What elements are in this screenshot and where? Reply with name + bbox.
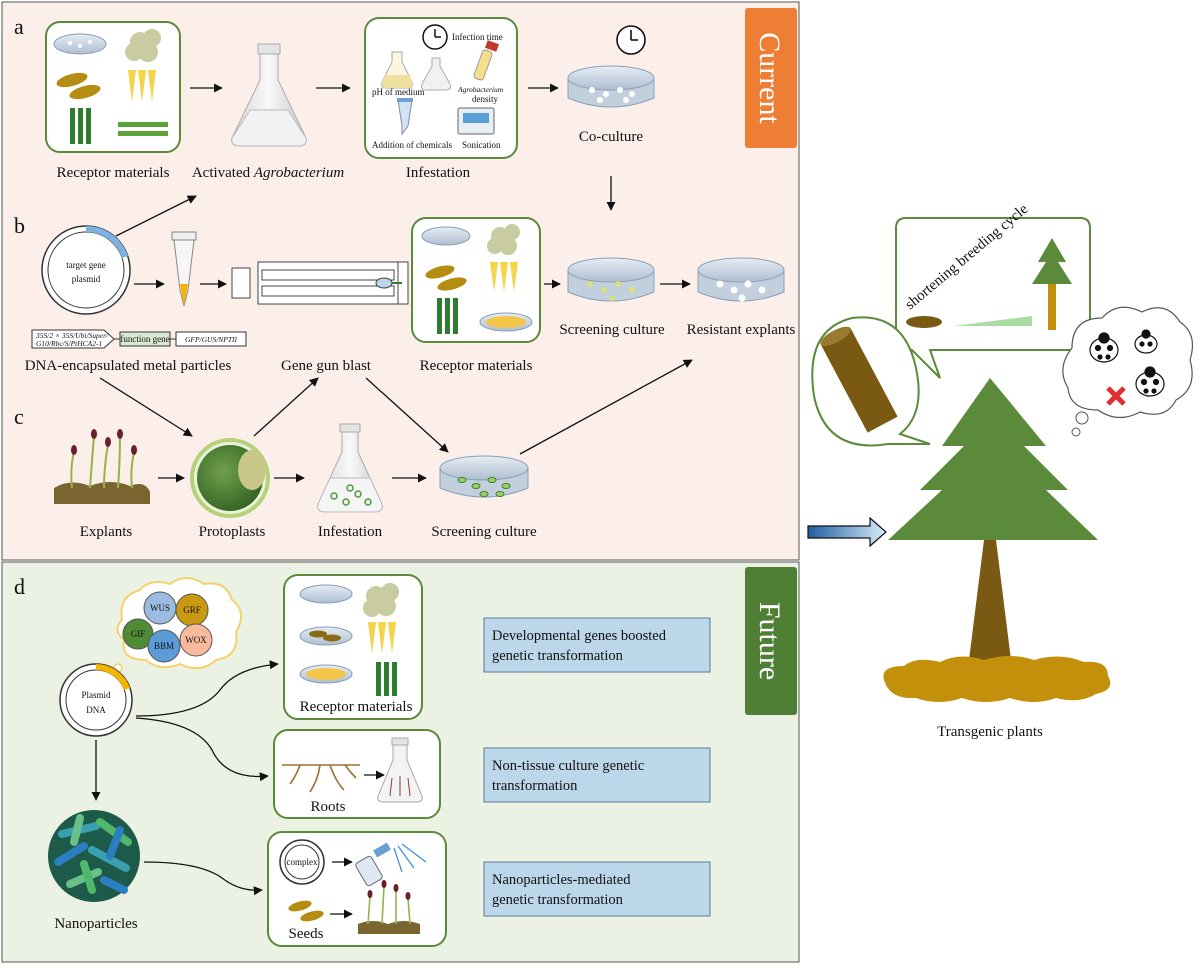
svg-text:complex: complex [287, 857, 318, 867]
info-box-nanoparticles: Nanoparticles-mediated genetic transform… [483, 861, 711, 917]
label-transgenic-plants: Transgenic plants [937, 724, 1043, 740]
svg-text:genetic transformation: genetic transformation [492, 648, 624, 664]
receptor-materials-box-d [283, 574, 423, 720]
protoplast [190, 438, 270, 518]
svg-text:Nanoparticles-mediated: Nanoparticles-mediated [492, 872, 631, 888]
activated-agrobacterium-flask [231, 43, 307, 147]
coculture-dish [567, 65, 655, 108]
ladybug-icon [1134, 329, 1158, 354]
target-gene-plasmid: target gene plasmid [41, 225, 131, 315]
future-banner: Future [745, 567, 797, 715]
arrows-a [190, 83, 616, 211]
label-screening-b: Screening culture [559, 322, 665, 338]
speech-bubble-breeding: shortening breeding cycle [895, 201, 1091, 379]
svg-text:Developmental genes boosted: Developmental genes boosted [492, 628, 667, 644]
info-box-developmental: Developmental genes boosted genetic tran… [483, 617, 711, 673]
label-explants: Explants [80, 524, 133, 540]
clock-icon-coculture [616, 25, 646, 55]
panel-letter-c: c [14, 404, 24, 429]
nanoparticle-delivery-box: complex [267, 831, 447, 947]
label-protoplasts: Protoplasts [199, 524, 266, 540]
arrows-d [91, 660, 385, 919]
label-receptor-materials-b: Receptor materials [420, 358, 533, 374]
roots-box [273, 729, 441, 819]
svg-text:Addition of chemicals: Addition of chemicals [372, 140, 452, 150]
label-receptor-materials-a: Receptor materials [57, 165, 170, 181]
label-activated-agrobacterium: Activated Agrobacterium [192, 165, 344, 181]
label-infestation-c: Infestation [318, 524, 383, 540]
microcentrifuge-tube [171, 231, 197, 307]
panel-letter-b: b [14, 213, 25, 238]
svg-text:density: density [472, 94, 498, 104]
svg-text:target gene: target gene [66, 260, 106, 270]
svg-text:G10/Rbc/S/PtHCA2-1: G10/Rbc/S/PtHCA2-1 [36, 339, 102, 348]
panel-letter-a: a [14, 14, 24, 39]
svg-text:WUS: WUS [150, 603, 170, 613]
arrows-b [99, 195, 693, 455]
nanoparticles-cluster [48, 810, 140, 902]
screening-dish-c [439, 455, 529, 498]
svg-text:Infection time: Infection time [452, 32, 503, 42]
svg-text:Non-tissue culture genetic: Non-tissue culture genetic [492, 758, 644, 774]
svg-text:GRF: GRF [183, 605, 201, 615]
pest-thought-cloud [1062, 306, 1193, 437]
svg-text:Plasmid: Plasmid [81, 690, 111, 700]
infestation-flask-c [317, 423, 383, 513]
svg-text:Sonication: Sonication [462, 140, 501, 150]
gene-construct: 35S/2 × 35S/Ubi/Super/ G10/Rbc/S/PtHCA2-… [31, 329, 247, 349]
label-resistant-explants: Resistant explants [687, 322, 796, 338]
red-cross-icon [1106, 386, 1126, 406]
receptor-materials-box-a [45, 21, 181, 153]
infestation-box-a: Infection time pH of medium Agrobacteriu… [364, 17, 518, 159]
spray-bottle-icon [355, 842, 427, 887]
ladybug-icon [1089, 332, 1119, 363]
label-screening-c: Screening culture [431, 524, 537, 540]
label-infestation-a: Infestation [406, 165, 471, 181]
moss-small [358, 880, 420, 934]
resistant-explants-dish [697, 257, 785, 302]
svg-text:WOX: WOX [185, 635, 207, 645]
developmental-genes-cloud: WUS GRF GIF BBM WOX [104, 577, 243, 682]
current-banner: Current [745, 8, 797, 148]
ladybug-icon [1135, 366, 1165, 397]
clock-icon [422, 24, 448, 50]
label-gene-gun: Gene gun blast [281, 358, 372, 374]
label-nanoparticles: Nanoparticles [54, 916, 137, 932]
panel-letter-d: d [14, 574, 25, 599]
svg-text:transformation: transformation [492, 778, 578, 794]
svg-text:GFP/GUS/NPTII: GFP/GUS/NPTII [185, 335, 238, 344]
gene-gun-device [231, 261, 409, 305]
plasmid-dna-d: Plasmid DNA [59, 663, 133, 737]
block-arrow [807, 516, 887, 548]
svg-text:plasmid: plasmid [72, 274, 101, 284]
svg-text:pH of medium: pH of medium [372, 87, 425, 97]
svg-text:Future: Future [753, 602, 786, 680]
svg-text:Agrobacterium: Agrobacterium [457, 85, 504, 94]
svg-text:genetic transformation: genetic transformation [492, 892, 624, 908]
svg-text:GIF: GIF [131, 629, 146, 639]
info-box-non-tissue: Non-tissue culture genetic transformatio… [483, 747, 711, 803]
receptor-materials-box-b [411, 217, 541, 343]
label-complex-seeds: Seeds [289, 926, 324, 942]
svg-text:Current: Current [753, 32, 786, 124]
svg-text:DNA: DNA [86, 705, 106, 715]
label-coculture: Co-culture [579, 129, 643, 145]
label-dna-particles: DNA-encapsulated metal particles [25, 358, 232, 374]
label-roots: Roots [310, 799, 345, 815]
explants-moss [54, 429, 150, 504]
label-receptor-materials-d: Receptor materials [300, 699, 413, 715]
svg-text:BBM: BBM [154, 641, 174, 651]
transgenic-tree [883, 378, 1111, 702]
speech-bubble-log [811, 316, 931, 447]
screening-dish-b [567, 257, 655, 302]
svg-text:function gene: function gene [120, 334, 169, 344]
svg-text:35S/2 × 35S/Ubi/Super/: 35S/2 × 35S/Ubi/Super/ [35, 331, 109, 340]
